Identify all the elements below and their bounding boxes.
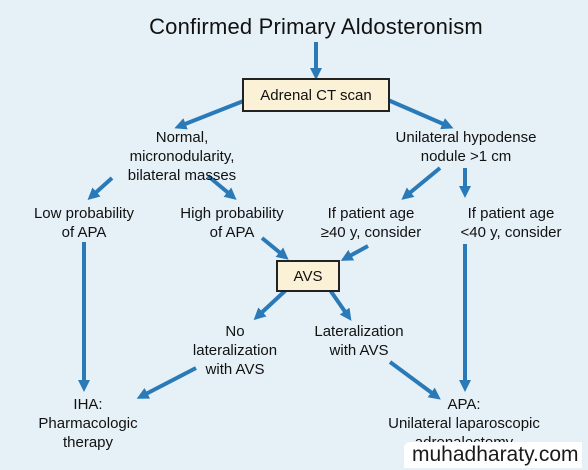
node-no-lateralization: No lateralization with AVS xyxy=(192,323,278,378)
node-avs: AVS xyxy=(276,260,340,292)
arrow-lat-to-apa xyxy=(388,360,441,400)
arrow-nolat-to-iha xyxy=(136,366,197,399)
arrow-normal-to-high xyxy=(206,174,237,200)
arrow-high-to-avs xyxy=(260,236,289,260)
node-unilateral: Unilateral hypodense nodule >1 cm xyxy=(395,129,537,165)
diagram-title: Confirmed Primary Aldosteronism xyxy=(149,14,483,39)
arrow-normal-to-low xyxy=(87,176,114,201)
arrow-age-ge40-to-avs xyxy=(340,244,369,261)
node-high-probability: High probability of APA xyxy=(180,205,284,241)
node-ct-scan: Adrenal CT scan xyxy=(242,78,390,112)
node-normal: Normal, micronodularity, bilateral masse… xyxy=(127,129,237,184)
node-iha: IHA: Pharmacologic therapy xyxy=(38,396,138,451)
arrow-unilateral-to-age-ge40 xyxy=(401,166,442,200)
node-lateralization: Lateralization with AVS xyxy=(314,323,404,359)
arrow-avs-to-lat xyxy=(328,288,352,321)
node-age-lt40: If patient age <40 y, consider xyxy=(460,205,562,241)
arrow-ct-to-unilateral xyxy=(387,98,454,130)
arrow-avs-to-nolat xyxy=(253,288,288,321)
node-low-probability: Low probability of APA xyxy=(33,205,135,241)
node-age-ge40: If patient age ≥40 y, consider xyxy=(320,205,422,241)
arrow-ct-to-normal xyxy=(174,98,247,130)
watermark-text: muhadharaty.com xyxy=(404,442,582,468)
